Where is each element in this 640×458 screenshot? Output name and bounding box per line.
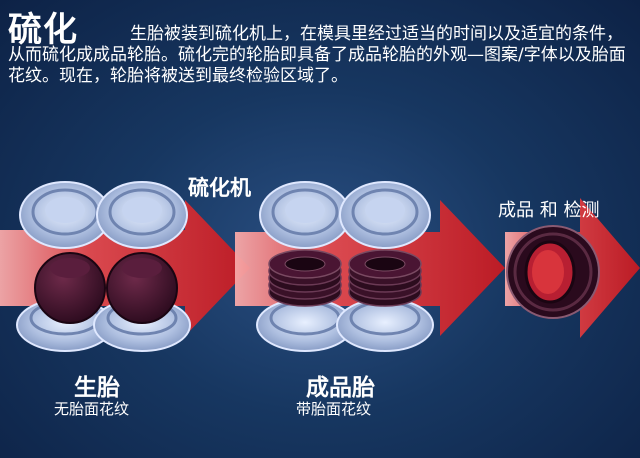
page-title: 硫化	[8, 10, 78, 50]
mold-top-left-2	[96, 181, 188, 249]
cured-tire-stack-1	[268, 249, 342, 307]
green-tire-sublabel: 无胎面花纹	[54, 400, 130, 418]
cured-tire-stack-2	[348, 249, 422, 307]
cured-tire-label: 成品胎	[306, 375, 375, 401]
finished-tire	[506, 225, 600, 319]
description-text: 生胎被装到硫化机上，在模具里经过适当的时间以及适宜的条件，从而硫化成成品轮胎。硫…	[8, 24, 626, 86]
green-tire-label: 生胎	[74, 375, 120, 401]
green-tire-1	[34, 252, 106, 324]
green-tire-2	[106, 252, 178, 324]
vulcanizer-label: 硫化机	[188, 176, 251, 200]
mold-bottom-right-2	[336, 298, 434, 352]
mold-top-right-1	[259, 181, 351, 249]
mold-top-right-2	[339, 181, 431, 249]
finished-inspection-label: 成品 和 检测	[498, 200, 600, 221]
cured-tire-sublabel: 带胎面花纹	[296, 400, 372, 418]
